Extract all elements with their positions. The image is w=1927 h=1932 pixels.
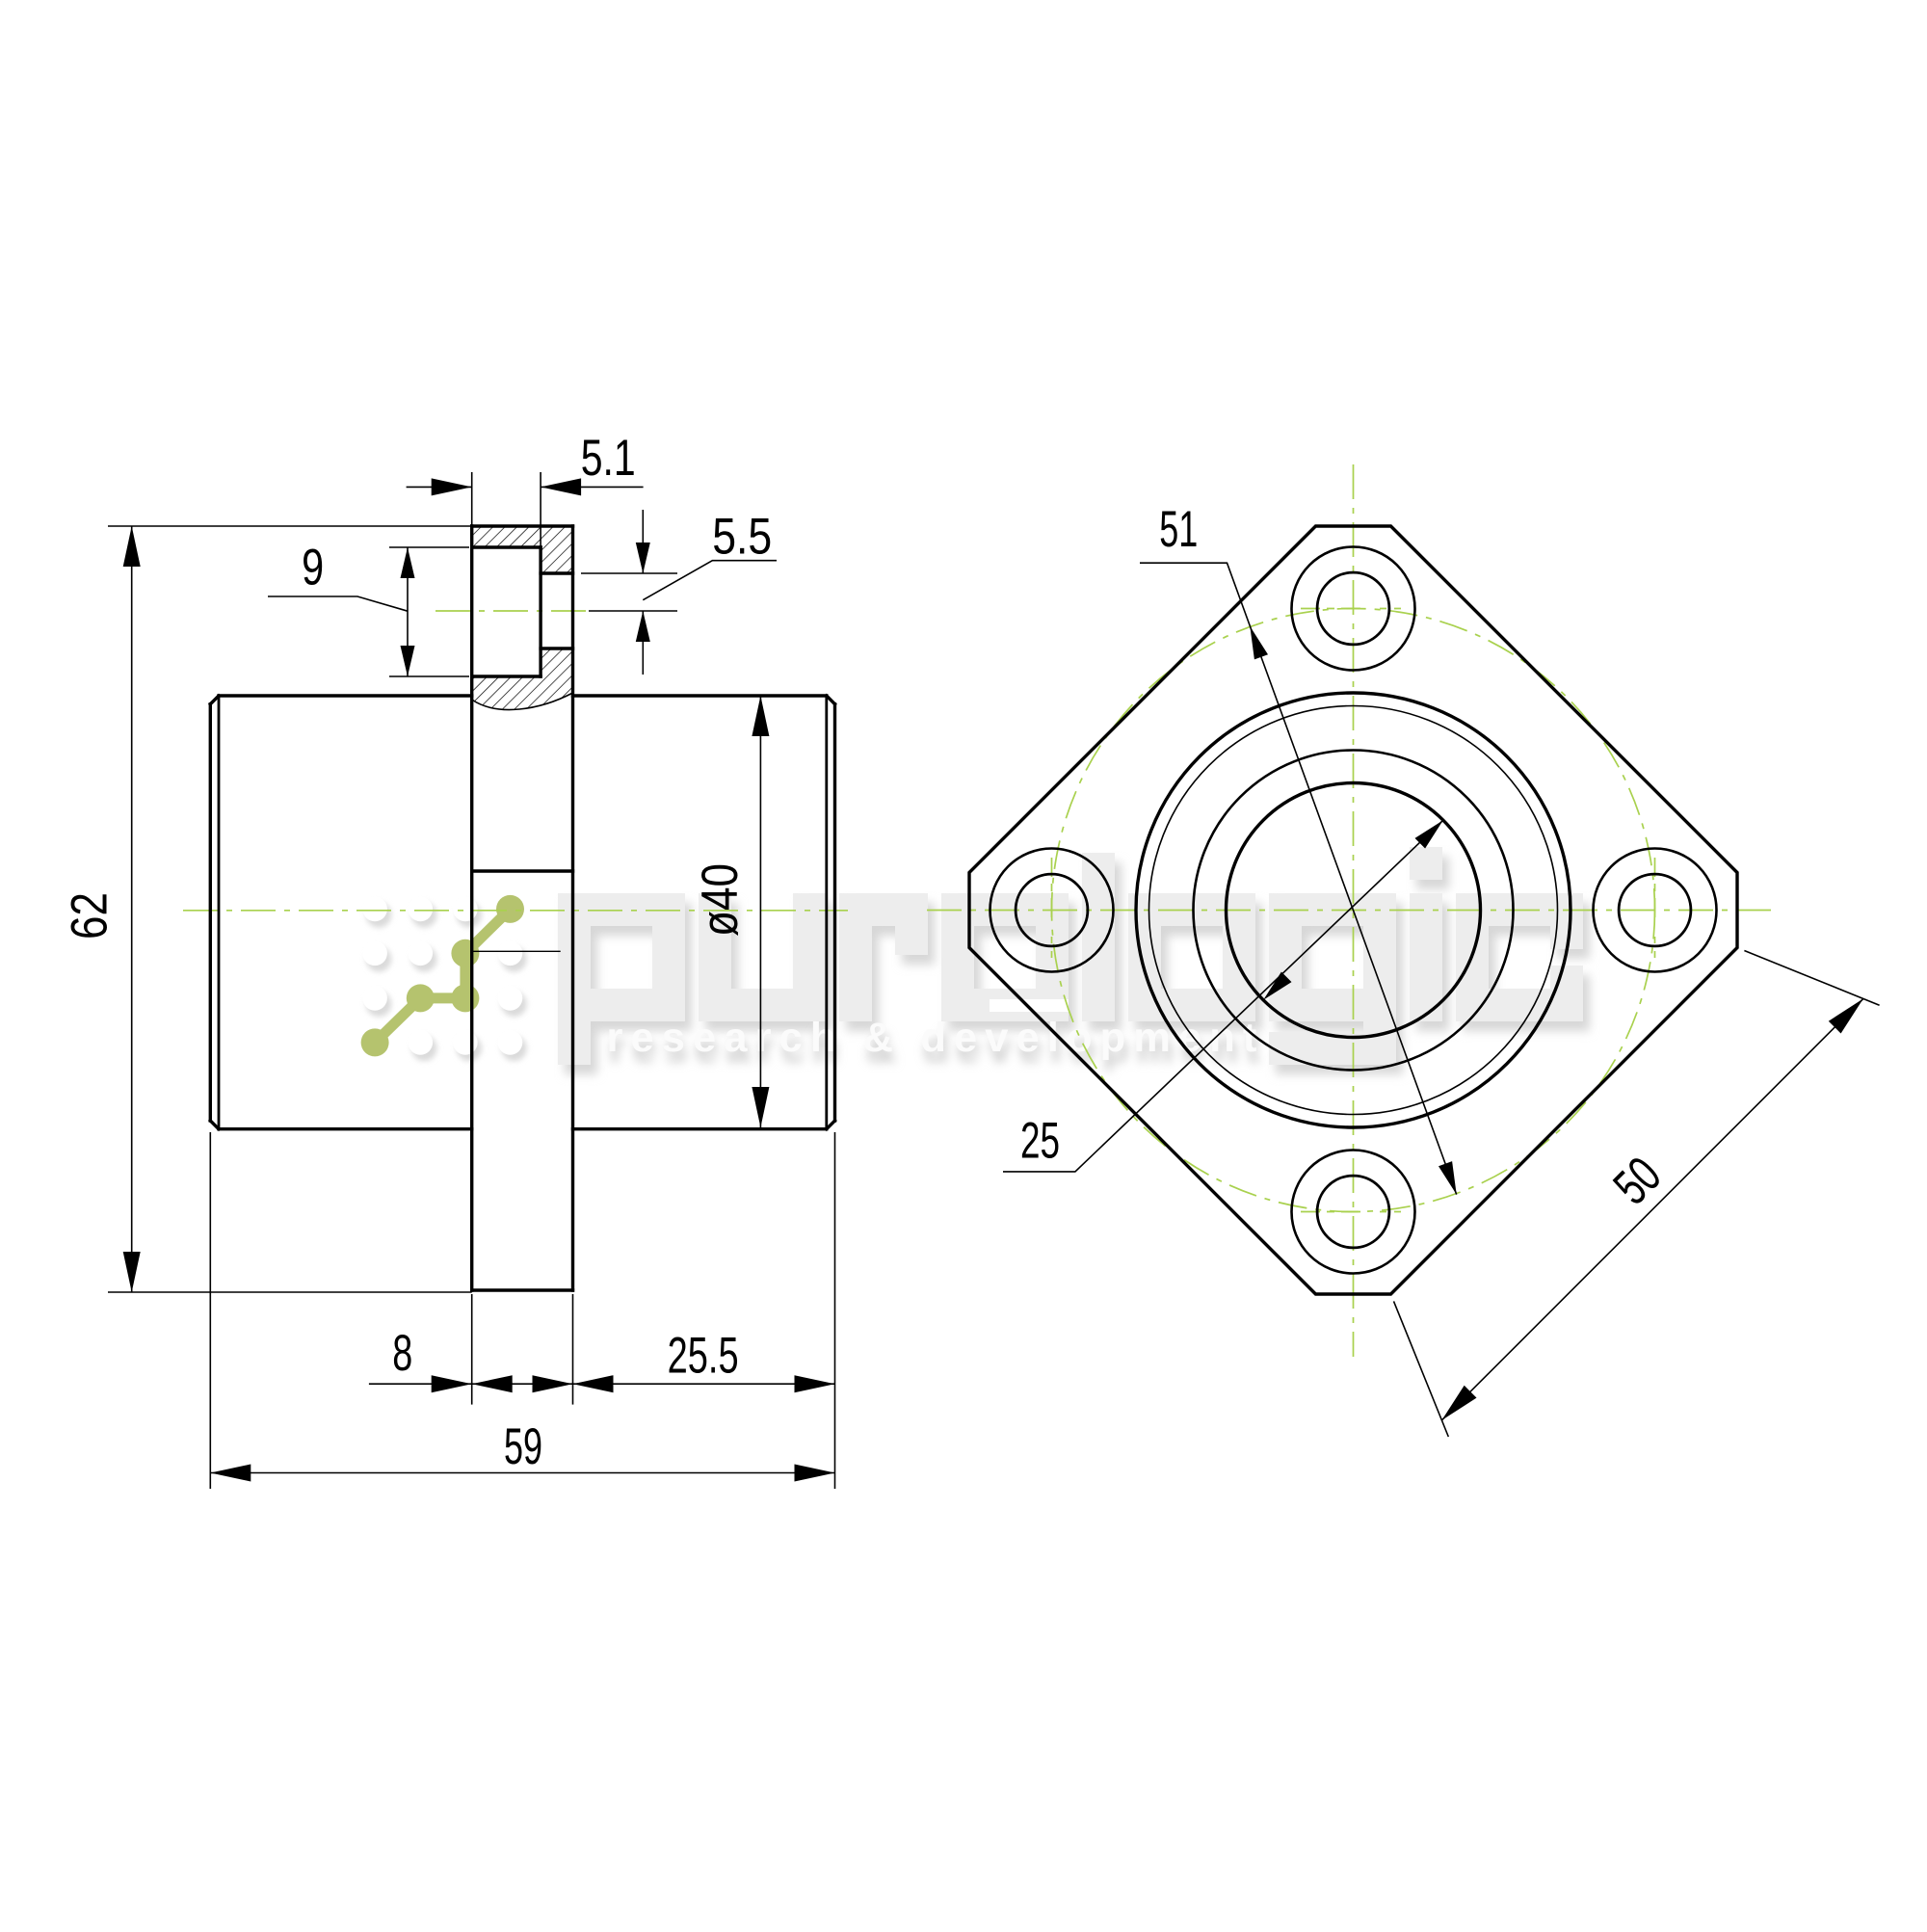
svg-text:25.5: 25.5 (668, 1328, 739, 1385)
svg-text:research & development: research & development (607, 1015, 1265, 1061)
svg-text:5.5: 5.5 (712, 509, 772, 566)
svg-text:25: 25 (1020, 1113, 1060, 1170)
svg-text:51: 51 (1159, 501, 1198, 558)
svg-text:5.1: 5.1 (581, 430, 636, 487)
svg-text:62: 62 (62, 892, 119, 940)
svg-text:59: 59 (504, 1418, 542, 1475)
svg-text:8: 8 (392, 1325, 412, 1382)
svg-text:ø40: ø40 (692, 863, 749, 937)
svg-text:9: 9 (302, 540, 324, 596)
svg-text:research & development: research & development (609, 1025, 1268, 1072)
